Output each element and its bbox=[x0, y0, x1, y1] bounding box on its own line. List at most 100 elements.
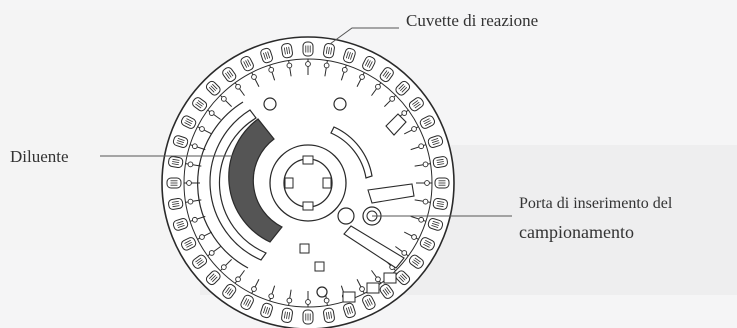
reaction-cuvette bbox=[192, 97, 208, 112]
hub-key-right bbox=[322, 177, 332, 189]
sample-port-inner bbox=[337, 207, 355, 225]
cuvette-inlet bbox=[341, 66, 348, 73]
hub-key-top bbox=[302, 155, 314, 165]
reaction-cuvette bbox=[222, 283, 237, 299]
reaction-cuvette bbox=[434, 177, 450, 189]
distribution-channel-mid bbox=[367, 183, 415, 204]
reaction-cuvette bbox=[205, 80, 221, 96]
reaction-cuvette bbox=[180, 237, 197, 251]
reaction-cuvette bbox=[166, 177, 182, 189]
reaction-cuvette bbox=[343, 47, 356, 64]
reaction-cuvette bbox=[427, 218, 444, 231]
hub-key-bottom bbox=[302, 201, 314, 211]
cuvette-inlet bbox=[191, 143, 198, 150]
cuvette-inlet bbox=[187, 161, 194, 168]
reaction-cuvette bbox=[362, 294, 376, 311]
cuvette-leader-line bbox=[329, 27, 399, 45]
cuvette-inlet bbox=[305, 61, 311, 67]
cuvette-inlet bbox=[187, 198, 194, 205]
small-chamber bbox=[366, 282, 380, 294]
cuvette-inlet bbox=[235, 276, 241, 283]
reaction-cuvette bbox=[427, 135, 444, 148]
reaction-cuvette bbox=[172, 218, 189, 231]
reaction-cuvette bbox=[168, 198, 184, 210]
cuvette-inlet bbox=[186, 180, 192, 186]
reaction-cuvette bbox=[323, 43, 335, 59]
cuvette-inlet bbox=[235, 83, 241, 90]
small-chamber bbox=[299, 243, 310, 254]
cuvette-inlet bbox=[375, 276, 381, 283]
cuvette-inlet bbox=[251, 286, 257, 292]
reaction-cuvette bbox=[260, 47, 273, 64]
reaction-cuvette bbox=[172, 135, 189, 148]
small-chamber bbox=[314, 261, 325, 272]
cuvette-inlet bbox=[323, 297, 330, 304]
cuvette-inlet bbox=[401, 250, 408, 256]
reaction-cuvette bbox=[408, 254, 424, 269]
port-label-line2: campionamento bbox=[519, 222, 634, 242]
cuvette-inlet bbox=[411, 126, 417, 132]
reaction-cuvette bbox=[395, 270, 411, 286]
cuvette-inlet bbox=[208, 250, 215, 256]
cuvette-inlet bbox=[375, 83, 381, 90]
cuvette-inlet bbox=[268, 66, 275, 73]
cuvette-inlet bbox=[401, 110, 408, 116]
rotor bbox=[161, 36, 455, 328]
reaction-cuvette bbox=[180, 115, 197, 129]
reaction-cuvette bbox=[395, 80, 411, 96]
reaction-cuvette bbox=[281, 43, 293, 59]
reaction-cuvette bbox=[362, 55, 376, 72]
reaction-cuvette bbox=[419, 237, 436, 251]
cuvette-inlet bbox=[199, 234, 205, 240]
cuvette-inlet bbox=[268, 293, 275, 300]
reaction-cuvette bbox=[379, 67, 394, 83]
cuvette-inlet bbox=[305, 299, 311, 305]
cuvette-inlet bbox=[359, 286, 365, 292]
reaction-cuvette bbox=[240, 294, 254, 311]
cuvette-inlet bbox=[251, 74, 257, 80]
cuvette-label: Cuvette di reazione bbox=[406, 11, 538, 30]
reaction-cuvette bbox=[222, 67, 237, 83]
cuvette-inlet bbox=[286, 62, 293, 69]
cuvette-inlet bbox=[418, 216, 425, 223]
vent-hole bbox=[316, 286, 328, 298]
cuvette-inlet bbox=[422, 198, 429, 205]
distribution-channel-upper bbox=[330, 126, 373, 179]
cuvette-ring bbox=[166, 41, 450, 325]
diluent-outer-wall bbox=[197, 101, 249, 269]
reaction-cuvette bbox=[432, 198, 448, 210]
small-chamber bbox=[383, 272, 397, 284]
cuvette-inlet bbox=[191, 216, 198, 223]
channel-spokes bbox=[184, 59, 432, 307]
reaction-cuvette bbox=[432, 156, 448, 168]
vent-hole bbox=[333, 97, 347, 111]
small-chamber bbox=[342, 291, 356, 303]
cuvette-inlet bbox=[286, 297, 293, 304]
reaction-cuvette bbox=[240, 55, 254, 72]
reaction-cuvette bbox=[379, 283, 394, 299]
reaction-cuvette bbox=[205, 270, 221, 286]
reaction-cuvette bbox=[302, 309, 314, 325]
reaction-cuvette bbox=[323, 307, 335, 323]
cuvette-inlet bbox=[411, 234, 417, 240]
reaction-cuvette bbox=[281, 307, 293, 323]
cuvette-inlet bbox=[424, 180, 430, 186]
reaction-cuvette bbox=[302, 41, 314, 57]
reaction-cuvette bbox=[408, 97, 424, 112]
cuvette-inlet bbox=[323, 62, 330, 69]
port-label-line1: Porta di inserimento del bbox=[519, 195, 673, 212]
diluent-chamber bbox=[228, 118, 283, 243]
cuvette-inlet bbox=[208, 110, 215, 116]
distribution-channel-lower bbox=[343, 225, 405, 269]
metering-chamber bbox=[385, 113, 407, 136]
cuvette-inlet bbox=[422, 161, 429, 168]
reaction-cuvette bbox=[192, 254, 208, 269]
vent-hole bbox=[263, 97, 277, 111]
reaction-cuvette bbox=[260, 302, 273, 319]
diluent-label: Diluente bbox=[10, 147, 69, 166]
hub-key-left bbox=[284, 177, 294, 189]
cuvette-inlet bbox=[418, 143, 425, 150]
cuvette-inlet bbox=[359, 74, 365, 80]
cuvette-inlet bbox=[221, 95, 227, 102]
